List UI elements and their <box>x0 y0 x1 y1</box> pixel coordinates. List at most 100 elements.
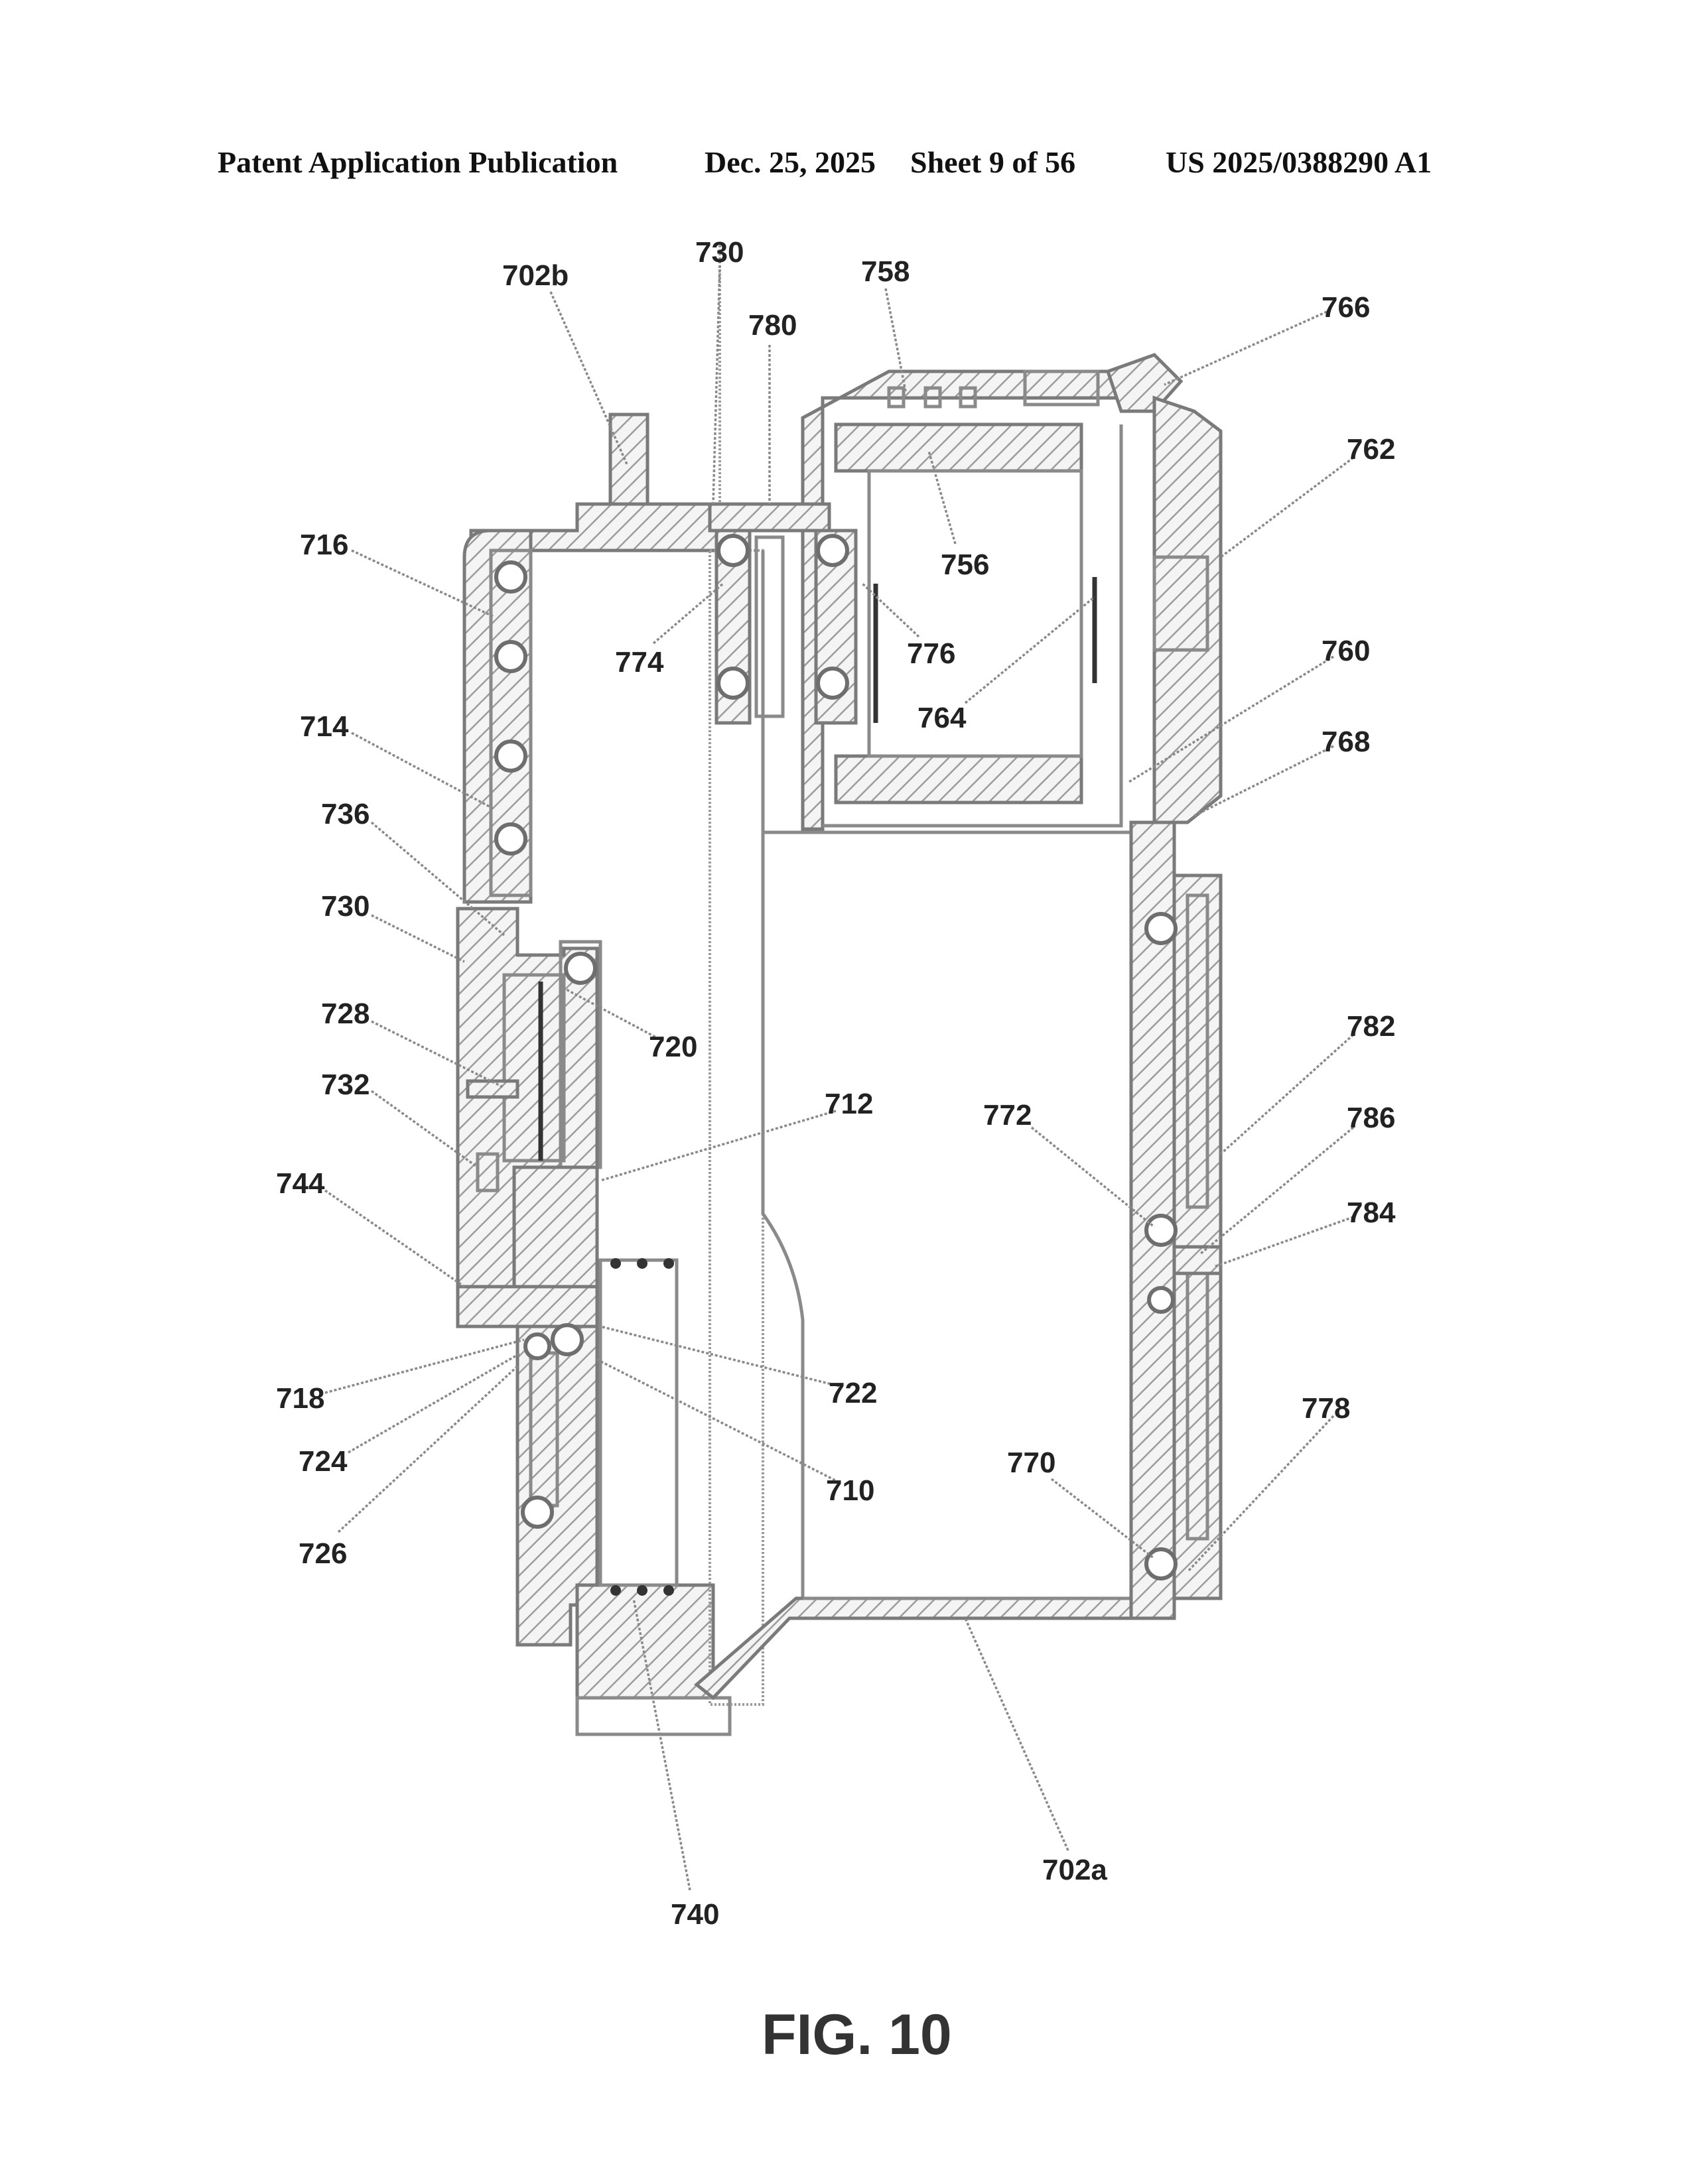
bearing-ball <box>564 952 597 985</box>
seal-766 <box>1105 353 1184 413</box>
leader-758 <box>884 288 907 392</box>
label-770: 770 <box>1007 1446 1055 1479</box>
label-730-top: 730 <box>695 236 744 269</box>
label-728: 728 <box>321 997 370 1030</box>
label-702a: 702a <box>1042 1854 1107 1886</box>
label-730-left: 730 <box>321 890 370 923</box>
leader-772 <box>1030 1126 1156 1228</box>
bearing-ball <box>494 822 527 856</box>
label-712: 712 <box>825 1088 873 1120</box>
publication-number: US 2025/0388290 A1 <box>1166 145 1432 179</box>
leader-710 <box>596 1358 840 1484</box>
bearing-race-left <box>489 548 533 897</box>
shaft-712 <box>709 549 805 1706</box>
label-724: 724 <box>299 1445 348 1478</box>
bearing-ball <box>816 534 849 567</box>
leader-764 <box>964 596 1096 704</box>
bearing-ball-772 <box>1144 1214 1178 1247</box>
base-foot <box>575 1583 715 1700</box>
label-744: 744 <box>276 1167 325 1200</box>
leader-722 <box>600 1325 840 1387</box>
label-736: 736 <box>321 798 370 830</box>
winding-dot <box>663 1258 674 1269</box>
label-784: 784 <box>1347 1196 1396 1229</box>
bearing-ball <box>494 739 527 773</box>
bearing-stack-upper <box>708 245 858 725</box>
cooling-slot <box>923 386 942 409</box>
carrier-plate-718 <box>456 1285 599 1328</box>
leader-766 <box>1164 310 1327 386</box>
bearing-ball <box>523 1332 551 1360</box>
winding-dot <box>637 1585 647 1596</box>
bearing-ball <box>494 560 527 594</box>
leader-724 <box>348 1352 521 1454</box>
leader-726 <box>337 1365 519 1533</box>
label-782: 782 <box>1347 1010 1395 1043</box>
retainer-784 <box>1172 1245 1223 1275</box>
cooling-slot <box>887 386 906 409</box>
label-758: 758 <box>861 255 910 288</box>
right-wall-assembly <box>1129 820 1223 1620</box>
label-756: 756 <box>941 548 989 581</box>
encoder-window <box>1152 555 1209 652</box>
bearing-ball <box>716 667 750 700</box>
leader-732 <box>370 1090 479 1169</box>
label-726: 726 <box>299 1537 347 1570</box>
seal-732 <box>476 1152 500 1192</box>
rotor-cavity <box>867 469 1083 758</box>
leader-720 <box>563 987 664 1043</box>
leader-702b <box>549 291 628 465</box>
right-slot-upper <box>1186 893 1209 1209</box>
leader-736 <box>370 821 506 936</box>
label-768: 768 <box>1322 726 1370 758</box>
label-786: 786 <box>1347 1102 1395 1134</box>
publication-date: Dec. 25, 2025 <box>705 145 876 179</box>
right-column-782 <box>1172 873 1223 1600</box>
bearing-ball <box>551 1323 584 1356</box>
label-720: 720 <box>649 1031 697 1063</box>
bearings-716-714 <box>494 560 527 856</box>
stator-756-top <box>834 422 1083 473</box>
label-702b: 702b <box>502 259 569 292</box>
leader-716 <box>351 549 495 618</box>
bearing-ball <box>1144 912 1178 945</box>
connector-block <box>1023 369 1100 407</box>
winding-dot <box>663 1585 674 1596</box>
label-764: 764 <box>917 702 967 734</box>
label-718: 718 <box>276 1382 324 1415</box>
figure-caption: FIG. 10 <box>762 2003 952 2067</box>
label-710: 710 <box>826 1474 874 1507</box>
bearing-spacer <box>754 535 785 718</box>
housing-wall-762 <box>1152 395 1223 824</box>
label-766: 766 <box>1322 291 1370 324</box>
housing-inner-cavity <box>763 830 1163 1600</box>
leader-760 <box>1127 655 1334 784</box>
leader-730-left <box>371 914 465 963</box>
leader-770 <box>1050 1478 1156 1560</box>
winding-dot <box>610 1585 621 1596</box>
leader-762 <box>1219 456 1355 558</box>
bearing-ball <box>1147 1286 1175 1314</box>
leader-714 <box>351 732 495 810</box>
pin-732 <box>466 1079 519 1099</box>
leader-756 <box>927 450 957 545</box>
cooling-slot <box>959 386 977 409</box>
label-772: 772 <box>983 1099 1032 1131</box>
motor-housing-758 <box>801 353 1223 831</box>
leader-702a <box>964 1618 1069 1851</box>
gear-cavity <box>502 973 566 1163</box>
shaft-taper <box>761 550 805 1612</box>
leader-lines <box>324 265 1355 1891</box>
label-774: 774 <box>615 646 664 678</box>
label-762: 762 <box>1347 433 1395 466</box>
housing-flange-tab <box>608 413 649 509</box>
housing-702b <box>462 413 722 904</box>
stator-740 <box>598 1258 679 1596</box>
leader-782 <box>1219 1033 1355 1155</box>
stator-756-bottom <box>834 754 1083 804</box>
stator-body <box>598 1258 679 1587</box>
bearing-ball <box>716 534 750 567</box>
reference-labels: 702b 730 780 758 766 762 756 776 764 760… <box>276 236 1396 1931</box>
label-778: 778 <box>1302 1392 1350 1425</box>
